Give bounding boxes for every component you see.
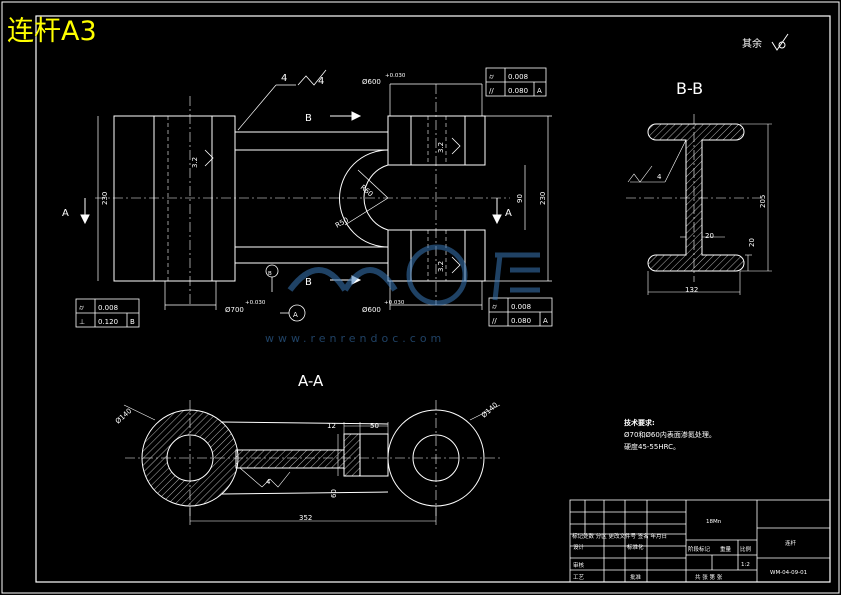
bb-dim-132: 132 [685,286,698,294]
tb-stage-label: 阶段标记 [688,545,711,553]
tb-standardize: 标准化 [627,543,644,551]
hidden-lines [167,116,447,281]
watermark: www.renrendoc.com [265,244,540,345]
tb-designer: 设计 [573,543,585,551]
gdt-symbol: ⌭ [492,303,497,311]
roughness-check-icon [771,33,789,51]
tol-top: +0.030 [385,73,406,79]
tb-header-row: 标记处数 分区 更改文件号 签名 年月日 [572,532,667,540]
gdt-datum: A [537,87,542,95]
gdt-value: 0.008 [511,303,531,311]
section-bb-dim-lines [626,114,772,295]
tb-part-name: 连杆 [785,539,797,547]
gdt-symbol: ⌭ [79,304,84,312]
dim-90: 90 [516,194,524,203]
tb-drawing-no: WM-04-09-01 [770,570,807,576]
aa-rough-4: 4 [266,478,271,486]
tolerance-frame-top-right: ⌭ 0.008 // 0.080 A [485,67,547,97]
tb-scale: 1:2 [741,562,750,568]
roughness-symbols-front [204,69,461,274]
label-b-bottom: B [305,277,312,288]
label-b-top: B [305,113,312,124]
gdt-value: 0.080 [511,317,531,325]
front-view-centerlines [95,84,510,305]
tb-weight-label: 重量 [720,545,732,553]
section-aa-label: A-A [298,372,324,390]
gdt-datum: B [130,318,135,326]
section-aa-dim-lines [123,400,502,525]
gdt-symbol: ⊥ [79,318,85,326]
dim-230-left: 230 [101,192,109,205]
aa-dim-60: 60 [330,489,338,498]
bb-rough-4: 4 [657,173,662,181]
label-a-right: A [505,208,512,219]
gdt-value: 0.008 [508,73,528,81]
bb-dim-20b: 20 [705,232,714,240]
bb-dim-205: 205 [759,195,767,208]
dim-dia-600-top: Ø600 [362,78,381,86]
tol-bottom: +0.030 [384,300,405,306]
gdt-datum: A [543,317,548,325]
tb-approve: 批准 [630,573,642,581]
datum-b: B [268,271,272,277]
aa-dim-12: 12 [327,422,336,430]
tol-700: +0.030 [245,300,266,306]
label-a-left: A [62,208,69,219]
gdt-symbol: ⌭ [489,73,494,81]
dim-230-right: 230 [539,192,547,205]
tech-notes-line2: 硬度45-55HRC。 [624,442,680,451]
front-dimension-lines [97,83,552,310]
aa-dim-50: 50 [370,422,379,430]
tech-notes-heading: 技术要求: [624,418,655,427]
gdt-value: 0.008 [98,304,118,312]
rough-32b: 3.2 [437,142,445,153]
tb-sheets: 共 张 第 张 [695,573,723,581]
gdt-symbol: // [492,317,497,325]
gdt-value: 0.080 [508,87,528,95]
watermark-text: www.renrendoc.com [265,332,445,345]
section-bb-label: B-B [676,79,703,98]
aa-dim-352: 352 [299,514,312,522]
gdt-symbol: // [489,87,494,95]
datum-a: A [293,311,298,319]
dim-dia-700: Ø700 [225,306,244,314]
inner-sheet-frame [35,15,831,583]
section-bb-profile [647,123,745,272]
gdt-value: 0.120 [98,318,118,326]
tb-scale-label: 比例 [740,545,752,553]
rough-value-4b: 4 [318,76,324,87]
tolerance-frame-bottom-right: ⌭ 0.008 // 0.080 A [488,297,553,327]
dim-dia-600-bottom: Ø600 [362,306,381,314]
tb-checker: 审核 [573,561,585,569]
tb-process: 工艺 [573,574,585,581]
rough-32c: 3.2 [437,261,445,272]
bb-dim-20a: 20 [748,238,756,247]
rough-value-4a: 4 [281,73,287,84]
front-view [113,115,486,282]
tb-material: 18Mn [706,519,722,525]
roughness-note: 其余 [742,37,762,50]
tolerance-frame-bottom-left: ⌭ 0.008 ⊥ 0.120 B [75,298,140,328]
datum-symbols [265,264,306,322]
tech-notes-line1: Ø70和Ø60内表面渗氮处理。 [624,430,716,439]
drawing-title: 连杆A3 [7,16,97,47]
rough-32a: 3.2 [191,157,199,168]
title-block [569,499,831,583]
